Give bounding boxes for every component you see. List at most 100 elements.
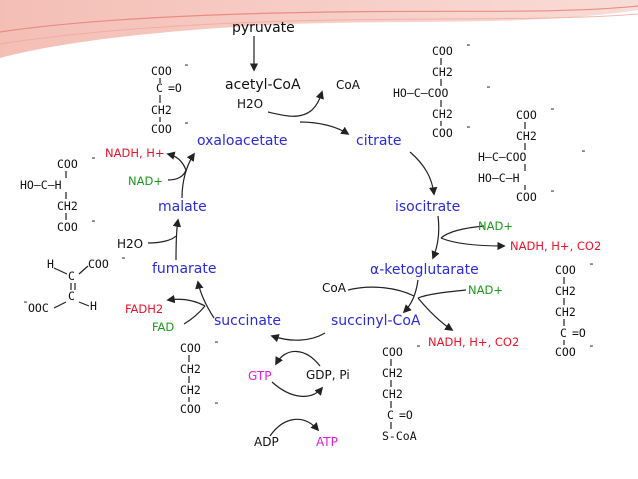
succinyl-coa-label: succinyl-CoA bbox=[331, 313, 421, 329]
fad-in-arrow bbox=[183, 305, 206, 325]
acetyl-coa-label: acetyl-CoA bbox=[225, 77, 301, 93]
svg-text:-: - bbox=[580, 143, 587, 157]
fumarate-to-malate-arrow bbox=[172, 218, 182, 261]
svg-text:COO: COO bbox=[88, 257, 109, 271]
svg-text:-: - bbox=[183, 57, 190, 71]
svg-text:-: - bbox=[549, 183, 556, 197]
svg-text:COO: COO bbox=[57, 220, 78, 234]
svg-text:-: - bbox=[213, 334, 220, 348]
coa-label-1: CoA bbox=[336, 78, 361, 92]
svg-text:C: C bbox=[387, 408, 394, 422]
nadh-out-arrow-1 bbox=[440, 237, 506, 251]
svg-text:=O: =O bbox=[399, 408, 413, 422]
alpha-ketoglutarate-structure: COO- CH2 CH2 C=O COO- bbox=[555, 256, 595, 359]
svg-text:C: C bbox=[68, 289, 75, 303]
svg-text:=O: =O bbox=[572, 326, 586, 340]
svg-text:COO: COO bbox=[516, 108, 537, 122]
water-in-arrow-2 bbox=[147, 235, 177, 244]
svg-text:COO: COO bbox=[516, 190, 537, 204]
isocitrate-structure: COO- CH2 H–C–COO- HO–C–H COO- bbox=[478, 101, 587, 204]
svg-text:-: - bbox=[465, 37, 472, 51]
svg-text:CH2: CH2 bbox=[180, 362, 201, 376]
gdp-pi-label: GDP, Pi bbox=[306, 368, 350, 382]
svg-text:-: - bbox=[485, 79, 492, 93]
svg-text:CH2: CH2 bbox=[432, 107, 453, 121]
svg-text:CH2: CH2 bbox=[432, 65, 453, 79]
succinate-to-fumarate-arrow bbox=[195, 280, 215, 319]
adp-to-atp-arrow bbox=[269, 418, 320, 437]
svg-text:CH2: CH2 bbox=[382, 387, 403, 401]
svg-text:CH2: CH2 bbox=[57, 199, 78, 213]
svg-text:-: - bbox=[22, 294, 29, 308]
acetyl-coa-to-citrate-arrow bbox=[267, 90, 324, 117]
pyruvate-label: pyruvate bbox=[232, 20, 295, 36]
oxaloacetate-label: oxaloacetate bbox=[197, 133, 288, 149]
svg-text:HO–C–H: HO–C–H bbox=[20, 178, 62, 192]
svg-text:COO: COO bbox=[432, 126, 453, 140]
nad-label-1: NAD+ bbox=[128, 174, 163, 188]
fumarate-label: fumarate bbox=[152, 261, 216, 277]
nad-in-arrow-2 bbox=[440, 225, 485, 239]
succinyl-coa-structure: COO- CH2 CH2 C=O S-CoA bbox=[382, 338, 422, 443]
svg-text:COO: COO bbox=[151, 122, 172, 136]
svg-text:-: - bbox=[120, 250, 127, 264]
slide-banner bbox=[0, 0, 638, 58]
nadh-out-arrow-2 bbox=[417, 297, 454, 331]
succinylcoa-to-succinate-arrow bbox=[270, 332, 326, 343]
citrate-to-isocitrate-arrow bbox=[409, 151, 438, 196]
svg-text:=O: =O bbox=[168, 81, 182, 95]
fumarate-structure: H C COO- C OOC- H bbox=[22, 250, 127, 315]
svg-text:COO: COO bbox=[555, 345, 576, 359]
nad-label-2: NAD+ bbox=[478, 219, 513, 233]
svg-text:COO: COO bbox=[57, 157, 78, 171]
nadh-out-arrow-0 bbox=[166, 151, 187, 171]
svg-text:CH2: CH2 bbox=[151, 103, 172, 117]
fadh2-out-arrow bbox=[166, 294, 206, 307]
succinate-label: succinate bbox=[214, 313, 281, 329]
gdp-to-gtp-arrow bbox=[275, 350, 321, 367]
svg-text:S-CoA: S-CoA bbox=[382, 429, 417, 443]
svg-text:COO: COO bbox=[151, 64, 172, 78]
coa-label-2: CoA bbox=[322, 281, 347, 295]
svg-text:-: - bbox=[90, 150, 97, 164]
svg-text:COO: COO bbox=[432, 44, 453, 58]
malate-to-oxaloacetate-arrow bbox=[181, 152, 195, 199]
nad-in-arrow-1 bbox=[167, 169, 187, 181]
citrate-structure: COO- CH2 HO–C–COO- CH2 COO- bbox=[393, 37, 492, 140]
isocitrate-to-akg-arrow bbox=[431, 215, 440, 260]
gtp-label: GTP bbox=[248, 369, 271, 383]
svg-text:CH2: CH2 bbox=[382, 366, 403, 380]
nad-label-3: NAD+ bbox=[468, 283, 503, 297]
svg-text:COO: COO bbox=[382, 345, 403, 359]
svg-text:-: - bbox=[465, 119, 472, 133]
svg-text:-: - bbox=[90, 213, 97, 227]
svg-text:CH2: CH2 bbox=[516, 129, 537, 143]
svg-text:-: - bbox=[183, 115, 190, 129]
alpha-ketoglutarate-label: α-ketoglutarate bbox=[370, 262, 479, 278]
svg-text:CH2: CH2 bbox=[555, 305, 576, 319]
svg-text:-: - bbox=[588, 338, 595, 352]
succinate-structure: COO- CH2 CH2 COO- bbox=[180, 334, 220, 416]
coa-in-arrow-2 bbox=[347, 286, 415, 297]
svg-text:-: - bbox=[213, 395, 220, 409]
water-label-2: H2O bbox=[117, 237, 143, 251]
svg-text:C: C bbox=[560, 326, 567, 340]
svg-text:-: - bbox=[588, 256, 595, 270]
fad-label: FAD bbox=[152, 320, 174, 334]
svg-text:OOC: OOC bbox=[28, 301, 49, 315]
svg-text:H: H bbox=[90, 299, 97, 313]
akg-to-succinylcoa-arrow bbox=[402, 279, 419, 314]
svg-text:COO: COO bbox=[180, 402, 201, 416]
oxaloacetate-to-citrate-arrow bbox=[299, 121, 350, 135]
svg-text:C: C bbox=[156, 81, 163, 95]
svg-text:C: C bbox=[68, 269, 75, 283]
water-label-1: H2O bbox=[237, 97, 263, 111]
oxaloacetate-structure: COO- C=O CH2 COO- bbox=[151, 57, 190, 136]
svg-text:COO: COO bbox=[555, 263, 576, 277]
isocitrate-label: isocitrate bbox=[395, 199, 460, 215]
atp-label: ATP bbox=[316, 435, 338, 449]
citrate-label: citrate bbox=[356, 133, 402, 149]
nadh-h-co2-label-1: NADH, H+, CO2 bbox=[510, 239, 601, 253]
gtp-to-gdp-arrow bbox=[271, 381, 324, 397]
malate-label: malate bbox=[158, 199, 207, 215]
